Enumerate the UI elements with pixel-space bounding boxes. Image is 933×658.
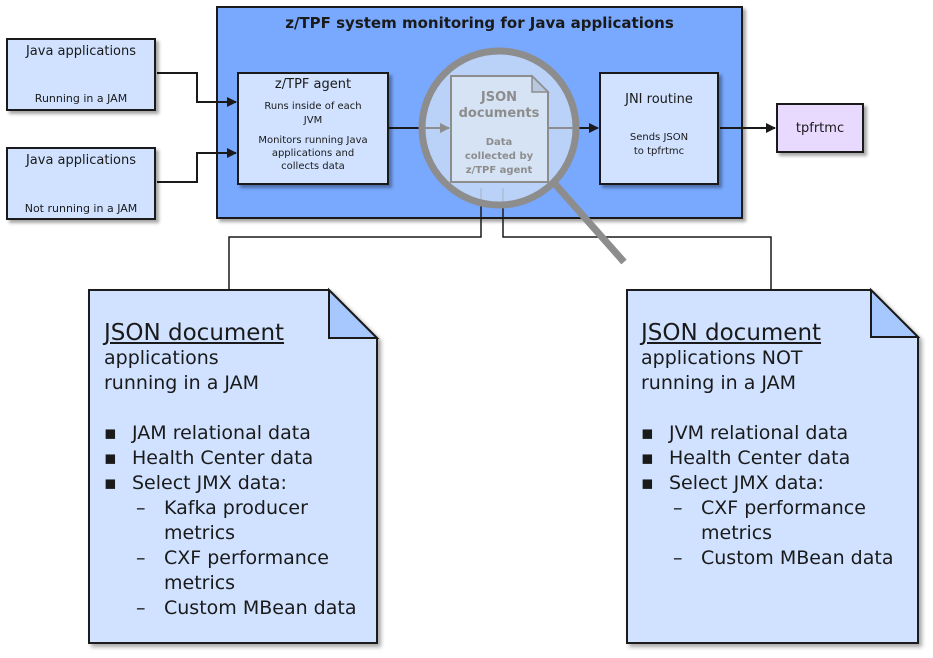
tpfrtmc-label: tpfrtmc (795, 121, 845, 136)
agent-line: Runs inside of each (264, 101, 362, 112)
doc-item-list: ▪JVM relational data ▪Health Center data… (641, 421, 901, 571)
callout-line-right (502, 188, 772, 290)
ztpf-agent-box: z/TPF agent Runs inside of each JVM Moni… (237, 72, 389, 185)
doc-title: JSON document (641, 320, 822, 346)
arrow-running-to-agent (157, 72, 237, 107)
doc-subtitle: running in a JAM (104, 372, 260, 394)
system-title: z/TPF system monitoring for Java applica… (285, 14, 674, 32)
magnifier-ring (418, 47, 580, 209)
java-apps-not-running-jam-box: Java applications Not running in a JAM (6, 147, 156, 220)
json-doc-right-shape (626, 289, 919, 644)
bullet-icon: ▪ (104, 472, 117, 494)
source-title: Java applications (25, 153, 137, 168)
magnified-doc-line: z/TPF agent (465, 165, 533, 176)
json-document-left: JSON document applications running in a … (104, 320, 364, 621)
agent-line: Monitors running Java (258, 135, 368, 146)
dash-icon: – (673, 497, 683, 519)
list-item: ▪Select JMX data: (104, 472, 287, 494)
magnified-doc-fold (531, 74, 550, 93)
doc-title: JSON document (104, 320, 285, 346)
magnified-doc-body: Data collected by z/TPF agent (451, 136, 547, 178)
doc-subtitle: running in a JAM (641, 372, 797, 394)
dash-icon: – (136, 547, 146, 569)
doc-subtitle: applications (104, 347, 219, 369)
arrow-not-running-to-agent (157, 148, 237, 183)
list-item: ▪Select JMX data: (641, 472, 824, 494)
bullet-icon: ▪ (641, 472, 654, 494)
agent-title: z/TPF agent (274, 77, 352, 92)
agent-line: collects data (281, 161, 345, 172)
jni-line: Sends JSON (629, 132, 689, 143)
dash-icon: – (136, 497, 146, 519)
agent-line: applications and (271, 148, 355, 159)
magnified-doc-title-line: JSON (480, 90, 518, 105)
source-title: Java applications (25, 44, 137, 59)
callout-line-left (228, 188, 482, 290)
magnifier-handle (552, 181, 627, 265)
list-item: ▪Health Center data (641, 447, 851, 469)
bullet-icon: ▪ (104, 422, 117, 444)
jni-line: to tpfrtmc (633, 146, 685, 157)
dash-icon: – (673, 547, 683, 569)
magnified-doc-shape (450, 75, 549, 183)
list-item: ▪Health Center data (104, 447, 314, 469)
json-document-right: JSON document applications NOT running i… (641, 320, 901, 571)
dash-icon: – (136, 597, 146, 619)
doc-item-list: ▪JAM relational data ▪Health Center data… (104, 421, 364, 621)
list-subitem: –Custom MBean data (673, 547, 894, 569)
source-subtitle: Running in a JAM (34, 92, 128, 105)
magnified-doc-title-line: documents (458, 106, 540, 121)
java-apps-running-jam-box: Java applications Running in a JAM (6, 38, 156, 111)
magnified-doc-title: JSON documents (451, 90, 547, 122)
list-item: ▪JAM relational data (104, 422, 311, 444)
jni-title: JNI routine (625, 92, 693, 107)
doc-subtitle: applications NOT (641, 347, 803, 369)
magnified-doc-line: Data (485, 137, 513, 148)
json-doc-right-fold (870, 287, 921, 338)
json-doc-left-shape (88, 289, 378, 644)
magnified-doc-line: collected by (464, 151, 534, 162)
jni-routine-box: JNI routine Sends JSON to tpfrtmc (599, 72, 719, 185)
bullet-icon: ▪ (104, 447, 117, 469)
json-doc-left-fold (328, 287, 380, 339)
tpfrtmc-box: tpfrtmc (776, 103, 864, 153)
agent-line: JVM (303, 115, 323, 126)
list-item: ▪JVM relational data (641, 422, 849, 444)
list-subitem: –Custom MBean data (136, 597, 357, 619)
bullet-icon: ▪ (641, 422, 654, 444)
source-subtitle: Not running in a JAM (24, 202, 138, 215)
bullet-icon: ▪ (641, 447, 654, 469)
